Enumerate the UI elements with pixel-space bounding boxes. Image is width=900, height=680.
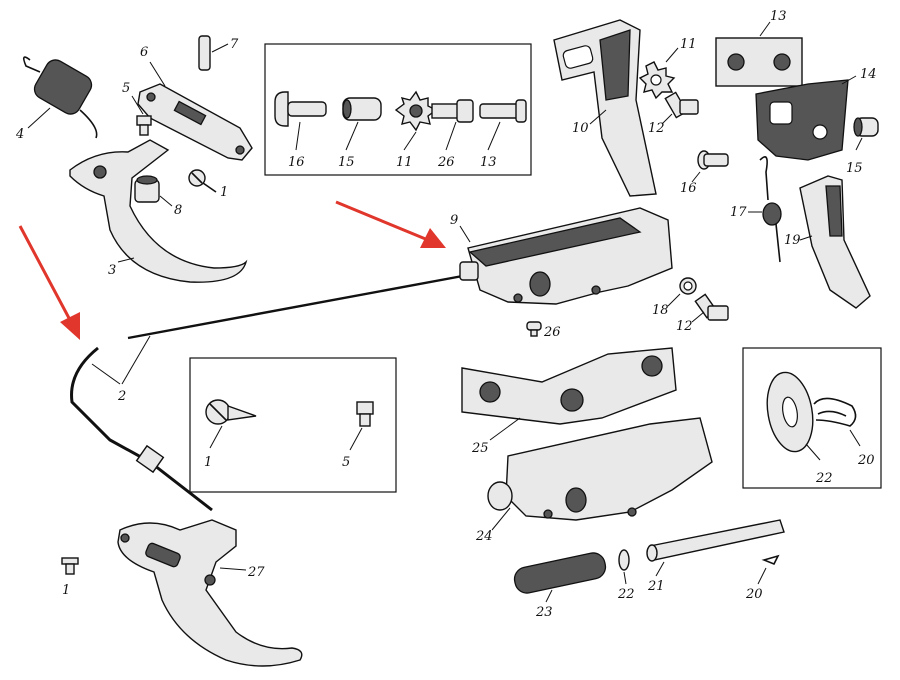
label-24: 24: [475, 529, 493, 544]
label-3: 3: [108, 263, 116, 278]
label-25: 25: [471, 441, 489, 456]
label-16-inset: 16: [288, 155, 305, 170]
label-11-inset: 11: [396, 155, 413, 170]
part-pin-7: [198, 35, 229, 71]
label-23: 23: [535, 605, 553, 620]
part-handle-3: [69, 139, 248, 283]
part-arm-19: [799, 175, 871, 309]
label-7: 7: [230, 37, 239, 52]
part-lock-housing-9: [459, 207, 673, 305]
part-roller-15: [853, 117, 879, 151]
label-6: 6: [140, 45, 148, 60]
part-spring-23: [513, 552, 607, 603]
label-14: 14: [860, 67, 877, 82]
label-20: 20: [745, 587, 763, 602]
part-bracket-10: [553, 19, 657, 197]
label-19: 19: [784, 233, 801, 248]
label-2: 2: [117, 389, 126, 404]
label-22-inset: 22: [815, 471, 833, 486]
label-17: 17: [730, 205, 747, 220]
highlight-arrow-to-lock-housing: [335, 200, 446, 248]
label-5: 5: [122, 81, 130, 96]
highlight-arrow-to-cable: [18, 225, 80, 340]
part-handle-27: [117, 519, 303, 667]
part-cable-2: [70, 273, 469, 512]
label-27: 27: [247, 565, 265, 580]
part-clip-20: [757, 554, 780, 585]
part-spring-4: [22, 56, 98, 139]
label-4: 4: [15, 127, 24, 142]
label-5-inset: 5: [342, 455, 350, 470]
label-1-inset: 1: [204, 455, 212, 470]
part-bolt-12-top: [661, 91, 699, 125]
label-22: 22: [617, 587, 635, 602]
part-pin-16: [691, 150, 729, 183]
part-plate-13: [715, 21, 803, 87]
label-8: 8: [174, 203, 182, 218]
label-1-bottom: 1: [62, 583, 70, 598]
label-1: 1: [220, 185, 228, 200]
part-screw-1-top: [188, 169, 217, 193]
part-bolt-5: [131, 95, 152, 136]
part-screw-1-bottom: [61, 557, 79, 575]
label-15: 15: [846, 161, 863, 176]
label-21: 21: [647, 579, 665, 594]
label-26: 26: [543, 325, 561, 340]
label-16: 16: [680, 181, 697, 196]
label-11: 11: [680, 37, 697, 52]
part-bracket-14: [755, 75, 857, 161]
label-13: 13: [770, 9, 787, 24]
part-bushing-8: [134, 175, 173, 207]
label-26-inset: 26: [437, 155, 455, 170]
part-housing-24: [487, 417, 713, 531]
part-spring-17: [748, 156, 782, 263]
part-washer-18: [667, 277, 697, 307]
part-screw-26: [526, 321, 542, 337]
part-plate-6: [137, 61, 253, 161]
part-washer-22: [618, 549, 630, 585]
inset-left-parts: [205, 399, 374, 451]
label-15-inset: 15: [338, 155, 355, 170]
label-12-top: 12: [648, 121, 665, 136]
inset-washer-clip-parts: [766, 371, 861, 461]
inset-top-parts: [274, 90, 527, 151]
part-rod-21: [646, 519, 785, 577]
label-10: 10: [572, 121, 589, 136]
label-18: 18: [652, 303, 669, 318]
part-plate-25: [461, 347, 677, 441]
label-12-mid: 12: [676, 319, 693, 334]
label-20-inset: 20: [857, 453, 875, 468]
label-13-inset: 13: [480, 155, 497, 170]
part-bolt-12-mid: [691, 293, 729, 323]
label-9: 9: [450, 213, 458, 228]
part-gear-11: [638, 47, 679, 100]
